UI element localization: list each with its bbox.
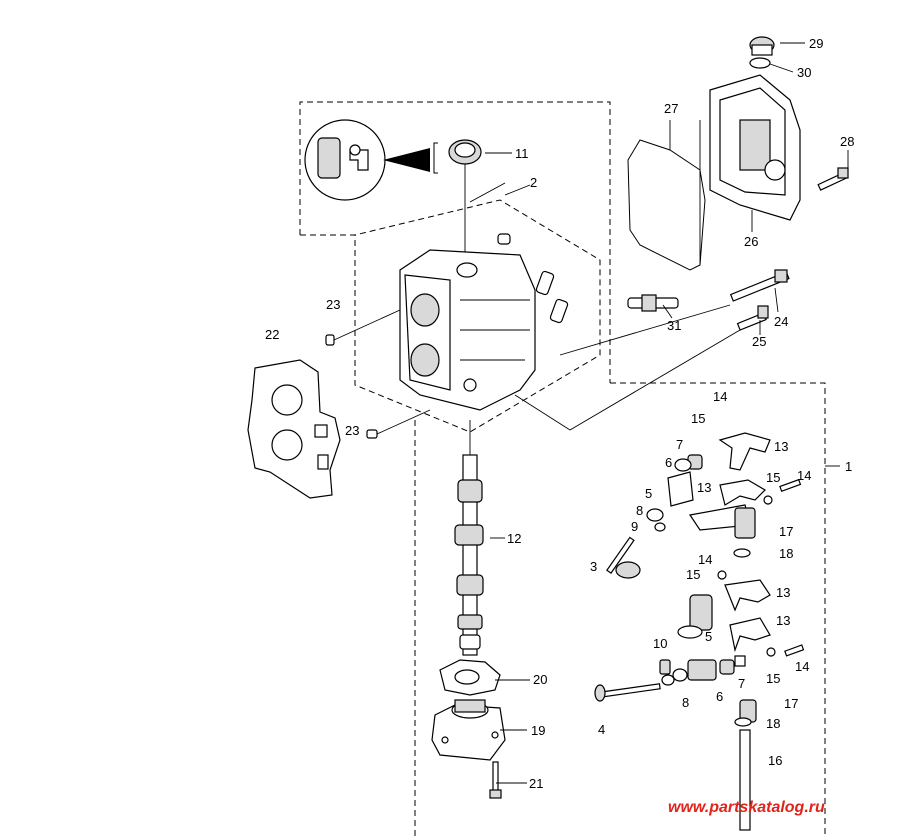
callout-14c: 14 [698, 552, 712, 567]
callout-13a: 13 [774, 439, 788, 454]
leader-lines [469, 42, 849, 784]
callout-29: 29 [809, 36, 823, 51]
callout-10: 10 [653, 636, 667, 651]
callout-16: 16 [768, 753, 782, 768]
callout-27: 27 [664, 101, 678, 116]
part-30-washer [749, 57, 771, 69]
callout-23a: 23 [326, 297, 340, 312]
callout-3: 3 [590, 559, 597, 574]
callout-8a: 8 [636, 503, 643, 518]
callout-18b: 18 [766, 716, 780, 731]
callout-14b: 14 [797, 468, 811, 483]
group-outline-1 [610, 382, 826, 837]
group-outline-2-top [299, 101, 611, 383]
valve-train-upper [606, 432, 802, 579]
callout-17a: 17 [779, 524, 793, 539]
callout-15c: 15 [686, 567, 700, 582]
watermark: www.partskatalog.ru [668, 799, 825, 816]
part-12-camshaft [454, 420, 484, 656]
callout-14a: 14 [713, 389, 727, 404]
part-23-dowel-bottom [366, 409, 431, 439]
part-26-cover [709, 74, 801, 221]
part-28-bolt [817, 167, 849, 191]
callout-22: 22 [265, 327, 279, 342]
callout-15a: 15 [691, 411, 705, 426]
callout-11: 11 [515, 146, 529, 161]
callout-23b: 23 [345, 423, 359, 438]
part-27-cover-gasket [627, 139, 706, 271]
part-21-bolt [489, 761, 502, 799]
group-outline-2-head [300, 199, 601, 433]
callout-12: 12 [507, 531, 521, 546]
callout-31: 31 [667, 318, 681, 333]
part-31-spark-plug [627, 294, 679, 312]
part-22-head-gasket [247, 359, 341, 499]
callout-6a: 6 [665, 455, 672, 470]
callout-26: 26 [744, 234, 758, 249]
callout-13c: 13 [776, 585, 790, 600]
part-11-bearing [448, 139, 482, 280]
callout-7a: 7 [676, 437, 683, 452]
callout-18a: 18 [779, 546, 793, 561]
valve-guides [497, 233, 569, 324]
part-20-gasket [439, 659, 501, 696]
part-19-housing [431, 699, 506, 761]
callout-15d: 15 [766, 671, 780, 686]
callout-7b: 7 [738, 676, 745, 691]
part-29-cap [749, 36, 775, 56]
callout-20: 20 [533, 672, 547, 687]
part-23-dowel-top [325, 309, 401, 346]
callout-14d: 14 [795, 659, 809, 674]
callout-25: 25 [752, 334, 766, 349]
part-2-cylinder-head [399, 249, 536, 411]
callout-17b: 17 [784, 696, 798, 711]
valve-train-lower [594, 570, 805, 831]
detail-magnifier [304, 119, 438, 201]
callout-5b: 5 [705, 629, 712, 644]
callout-4: 4 [598, 722, 605, 737]
callout-13d: 13 [776, 613, 790, 628]
callout-24: 24 [774, 314, 788, 329]
callout-8b: 8 [682, 695, 689, 710]
callout-5a: 5 [645, 486, 652, 501]
callout-28: 28 [840, 134, 854, 149]
part-25-bolt [514, 305, 769, 431]
callouts: 1 2 3 4 5 5 6 6 7 7 8 8 9 10 11 12 13 13… [265, 36, 854, 791]
callout-1: 1 [845, 459, 852, 474]
callout-30: 30 [797, 65, 811, 80]
callout-9: 9 [631, 519, 638, 534]
part-24-bolt [559, 269, 790, 356]
callout-2: 2 [530, 175, 537, 190]
callout-19: 19 [531, 723, 545, 738]
callout-15b: 15 [766, 470, 780, 485]
callout-21: 21 [529, 776, 543, 791]
callout-6b: 6 [716, 689, 723, 704]
callout-13b: 13 [697, 480, 711, 495]
